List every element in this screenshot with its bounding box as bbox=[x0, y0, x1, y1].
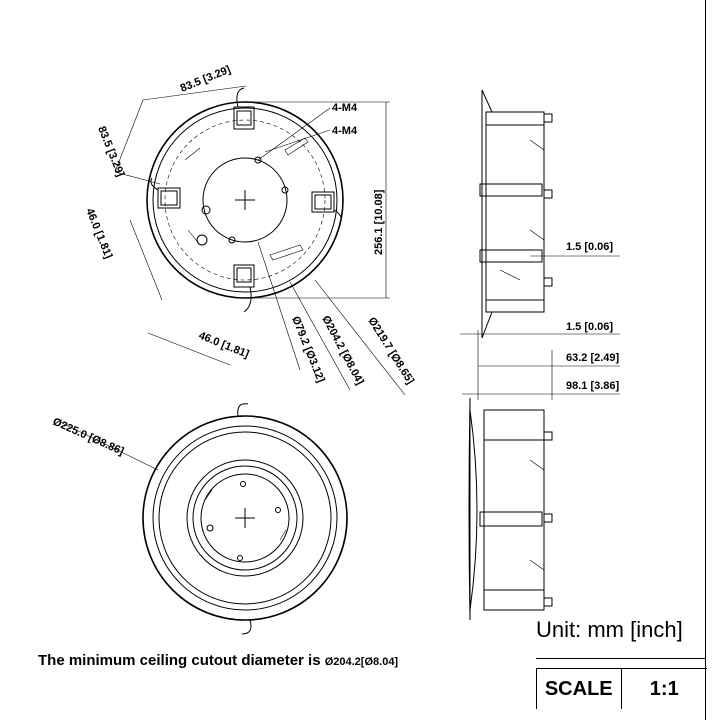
side-view-upper bbox=[479, 89, 553, 339]
side-view-upper-dimensions bbox=[460, 255, 620, 400]
cutout-note: The minimum ceiling cutout diameter is Ø… bbox=[38, 652, 398, 669]
dim-4-m4-b: 4-M4 bbox=[332, 125, 358, 137]
scale-label: SCALE bbox=[537, 669, 622, 709]
title-block-border bbox=[705, 0, 706, 720]
top-view bbox=[146, 87, 344, 313]
dim-63-2: 63.2 [2.49] bbox=[566, 352, 620, 364]
scale-value: 1:1 bbox=[649, 677, 679, 700]
top-view-dimensions bbox=[114, 85, 406, 396]
side-view-lower bbox=[468, 397, 553, 621]
dim-d79-2: Ø79.2 [Ø3.12] bbox=[289, 315, 327, 385]
dim-83-5-top: 83.5 [3.29] bbox=[179, 64, 233, 95]
front-view bbox=[59, 403, 348, 635]
dim-46-0-bottom: 46.0 [1.81] bbox=[197, 330, 251, 361]
dim-1-5-lower: 1.5 [0.06] bbox=[566, 321, 613, 333]
cutout-note-text: The minimum ceiling cutout diameter is bbox=[38, 652, 325, 669]
title-block-divider bbox=[536, 658, 706, 659]
dim-1-5-upper: 1.5 [0.06] bbox=[566, 241, 613, 253]
dim-98-1: 98.1 [3.86] bbox=[566, 380, 620, 392]
dim-46-0-left: 46.0 [1.81] bbox=[83, 207, 114, 261]
unit-label: Unit: mm [inch] bbox=[536, 617, 683, 642]
dim-d225-0: Ø225.0 [Ø8.86] bbox=[51, 416, 126, 458]
dim-d219-7: Ø219.7 [Ø8.65] bbox=[365, 315, 416, 386]
scale-box: SCALE 1:1 bbox=[536, 668, 707, 709]
dim-d204-2: Ø204.2 [Ø8.04] bbox=[319, 314, 366, 387]
dim-4-m4-a: 4-M4 bbox=[332, 102, 358, 114]
dim-256-1: 256.1 [10.08] bbox=[373, 189, 385, 255]
dim-83-5-left: 83.5 [3.29] bbox=[95, 125, 126, 179]
cutout-note-value: Ø204.2[Ø8.04] bbox=[324, 656, 399, 668]
